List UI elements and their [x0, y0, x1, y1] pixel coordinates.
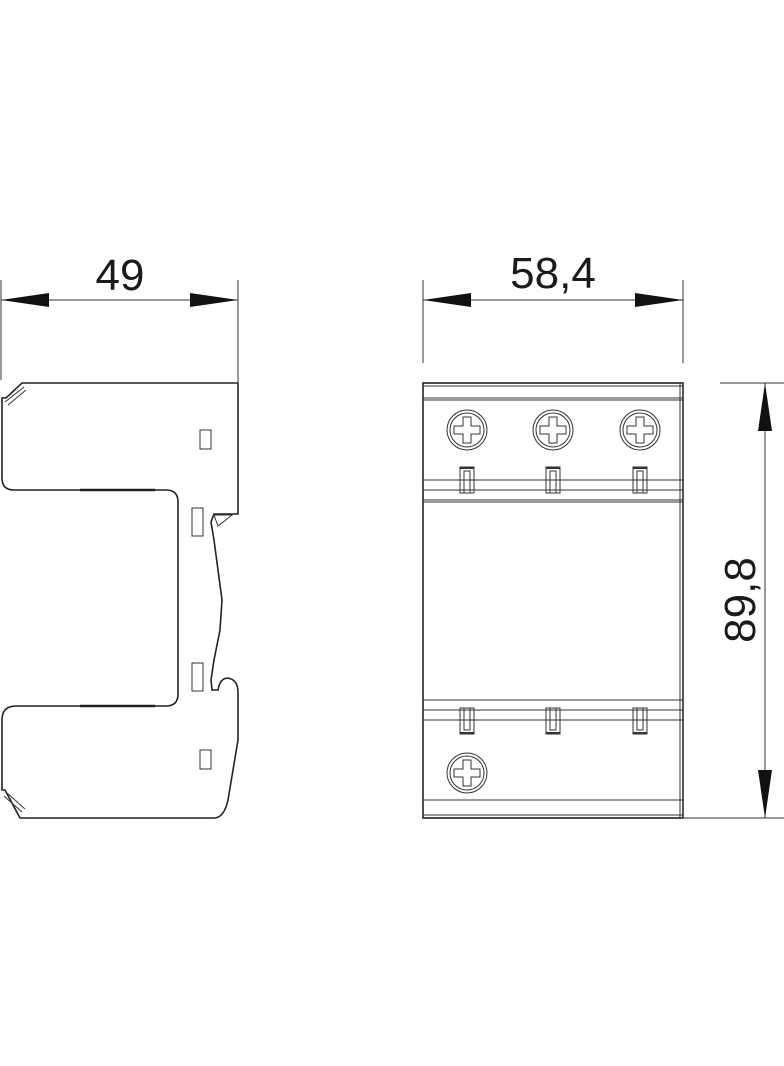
din-clip-detail — [213, 514, 234, 527]
front-view: 58,4 89,8 — [422, 249, 784, 819]
front-height-label: 89,8 — [716, 557, 765, 643]
front-width-label: 58,4 — [510, 249, 596, 298]
front-width-dimension: 58,4 — [422, 249, 684, 363]
screw-icon — [446, 409, 488, 451]
clip-icon — [545, 466, 561, 494]
clip-icon — [459, 707, 475, 735]
side-width-label: 49 — [96, 251, 145, 300]
clip-icon — [632, 707, 648, 735]
screw-icon — [446, 752, 488, 794]
side-slot — [191, 662, 204, 692]
clip-icon — [632, 466, 648, 494]
side-slot — [199, 749, 212, 770]
clip-icon — [545, 707, 561, 735]
side-slot — [191, 507, 204, 537]
front-height-dimension: 89,8 — [683, 382, 784, 819]
side-width-dimension: 49 — [0, 251, 239, 382]
screw-icon — [532, 409, 574, 451]
side-slot — [199, 429, 212, 450]
side-view: 49 — [0, 251, 239, 819]
front-housing — [422, 382, 684, 819]
side-body-outline — [1, 382, 239, 819]
top-latch-icon — [4, 386, 27, 406]
bottom-latch-icon — [3, 792, 26, 813]
screw-icon — [619, 409, 661, 451]
clip-icon — [459, 466, 475, 494]
